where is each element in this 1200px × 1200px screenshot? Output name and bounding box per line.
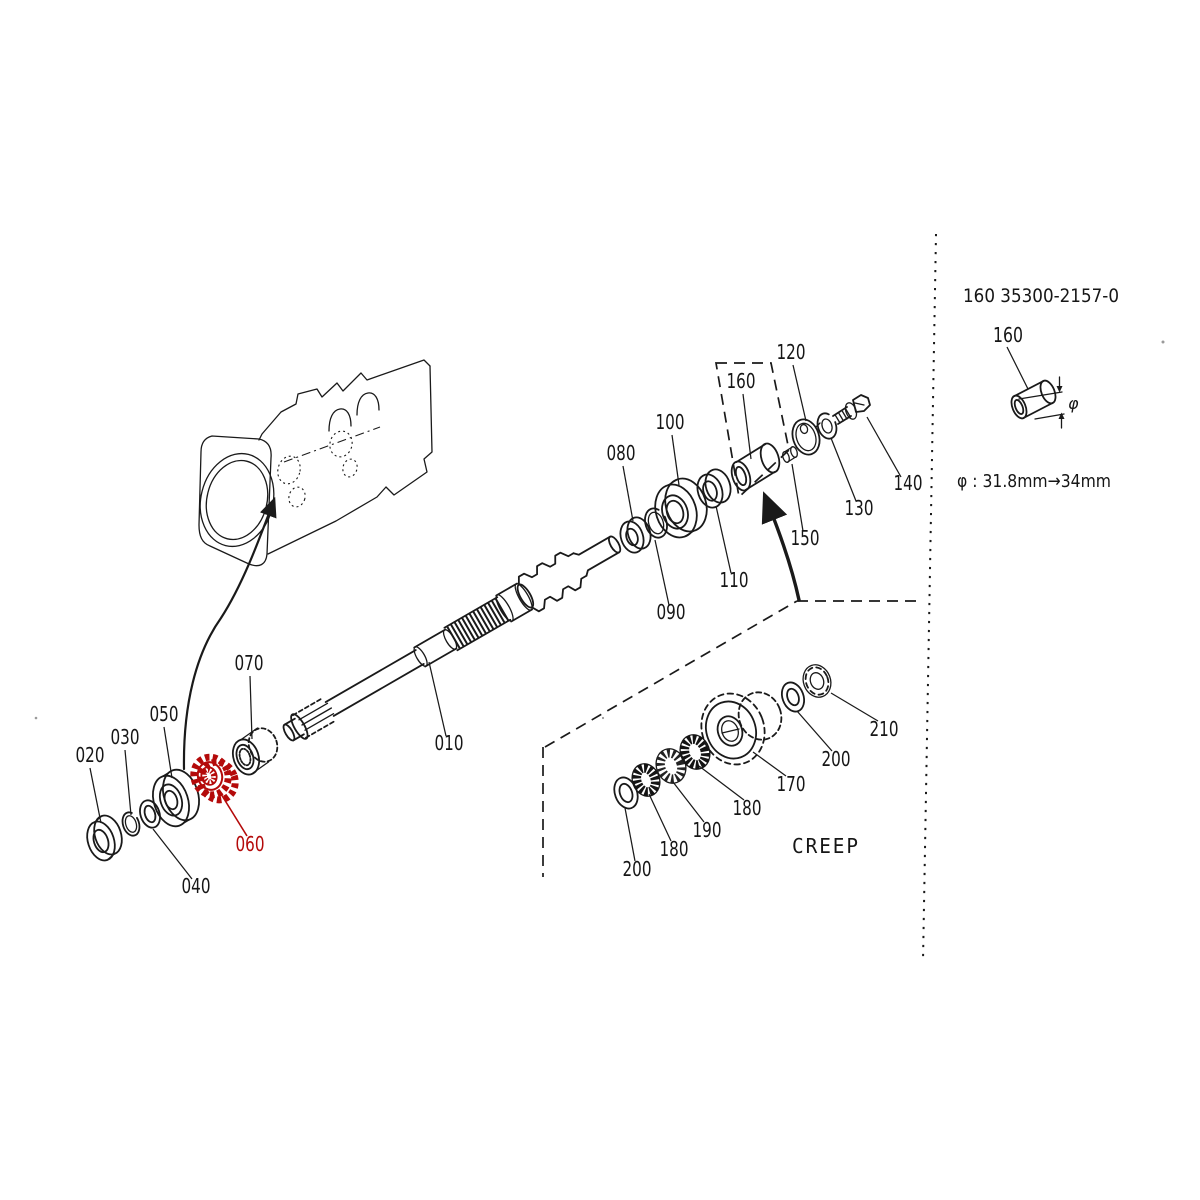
dashed-position-box <box>714 362 790 499</box>
leader-160 <box>742 393 752 460</box>
callout-160-panel: 160 <box>993 323 1023 347</box>
part-200-washer-left <box>613 776 639 810</box>
callout-200-left: 200 <box>623 857 652 881</box>
callout-030: 030 <box>111 725 140 749</box>
callout-110: 110 <box>720 568 749 592</box>
leader-150 <box>791 463 804 532</box>
diameter-dimension <box>1018 376 1065 429</box>
case-install-arrow <box>182 496 277 771</box>
leader-200-right <box>796 710 833 752</box>
part-040-washer <box>139 799 161 829</box>
leader-lines <box>89 364 902 880</box>
part-210-lock-washer <box>802 664 832 698</box>
part-010-main-shaft <box>282 535 622 742</box>
gearcase-outline <box>198 359 433 567</box>
part-160-spacer <box>730 442 781 492</box>
part-180-needle-bearing-left <box>631 763 661 797</box>
part-180-needle-bearing-right <box>679 734 711 770</box>
leader-180-right <box>698 765 745 801</box>
callout-010: 010 <box>435 731 464 755</box>
leader-210 <box>830 692 879 722</box>
diameter-note: φ : 31.8mm→34mm <box>957 471 1111 492</box>
leader-110 <box>715 505 732 574</box>
callout-200-right: 200 <box>822 747 851 771</box>
leader-020 <box>89 767 102 824</box>
callout-150: 150 <box>791 526 820 550</box>
callout-020: 020 <box>76 743 105 767</box>
creep-caption: CREEP <box>792 834 860 858</box>
callout-160-main: 160 <box>727 369 756 393</box>
ref-heading: 160 35300-2157-0 <box>963 285 1119 307</box>
part-170-creep-gear <box>700 691 783 766</box>
leader-190 <box>672 781 705 823</box>
part-140-bolt <box>832 394 871 425</box>
part-200-washer-right <box>780 681 806 713</box>
leader-060 <box>220 793 248 837</box>
leader-040 <box>152 828 193 880</box>
callout-140: 140 <box>894 471 923 495</box>
leader-120 <box>792 364 807 422</box>
reference-panel <box>1006 346 1065 429</box>
part-030-snap-ring <box>121 811 141 837</box>
callout-170: 170 <box>777 772 806 796</box>
leader-200-left <box>624 807 636 862</box>
callout-090: 090 <box>657 600 686 624</box>
leader-010 <box>428 661 447 737</box>
leader-180-left <box>648 793 672 842</box>
scan-artifacts <box>34 340 1165 720</box>
callout-070: 070 <box>235 651 264 675</box>
creep-inset-boundary <box>542 600 921 877</box>
callout-100: 100 <box>656 410 685 434</box>
leader-ref-160 <box>1006 346 1029 390</box>
callout-180-left: 180 <box>660 837 689 861</box>
leader-170 <box>752 751 787 777</box>
diameter-symbol: φ <box>1068 394 1079 413</box>
callout-040: 040 <box>182 874 211 898</box>
leader-100 <box>671 434 680 486</box>
callout-180-right: 180 <box>733 796 762 820</box>
leader-090 <box>654 539 670 606</box>
part-020-seal-collar <box>86 814 123 862</box>
callout-120: 120 <box>777 340 806 364</box>
callout-080: 080 <box>607 441 636 465</box>
part-110-collar <box>696 468 732 509</box>
callout-060-highlighted: 060 <box>236 832 265 856</box>
part-070-coupling <box>231 727 279 776</box>
leader-030 <box>124 749 132 816</box>
callout-190: 190 <box>693 818 722 842</box>
part-160-spacer-detail <box>1010 379 1057 420</box>
part-060-gear-highlighted <box>190 753 239 804</box>
part-090-snap-ring <box>644 507 668 539</box>
part-120-plate <box>791 418 821 456</box>
leader-130 <box>830 437 857 502</box>
creep-install-arrow <box>761 491 801 602</box>
callout-210: 210 <box>870 717 899 741</box>
part-190-needle-bearing <box>655 748 687 784</box>
leader-080 <box>622 465 634 522</box>
leader-050 <box>163 726 173 779</box>
leader-070 <box>249 675 253 740</box>
part-080-washer <box>619 516 652 554</box>
callout-050: 050 <box>150 702 179 726</box>
leader-140 <box>866 416 902 478</box>
separator-dotted-line <box>922 233 937 962</box>
callout-130: 130 <box>845 496 874 520</box>
